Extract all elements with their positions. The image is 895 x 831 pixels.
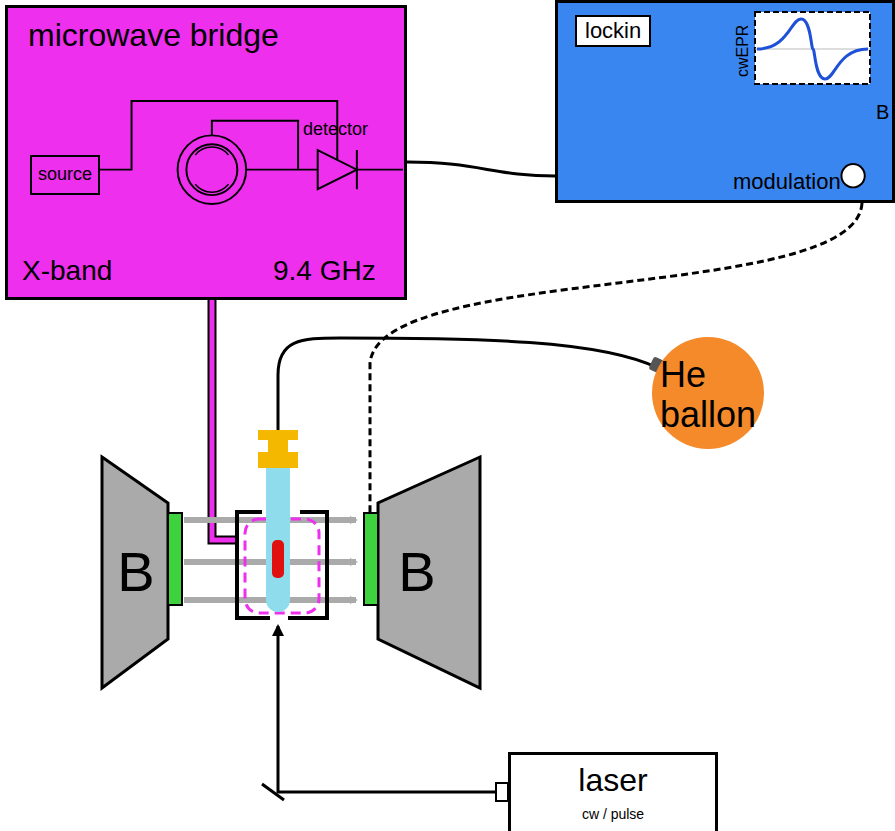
- laser-port: [496, 783, 508, 801]
- spectrum-plot-drawing: [733, 9, 893, 121]
- node-text: modulation: [733, 170, 841, 194]
- he-line: [278, 338, 658, 430]
- laser-box: laser cw / pulse: [508, 752, 718, 831]
- lockin-panel: modulation lockin cwEPR B: [555, 0, 895, 203]
- sample-tube: [266, 462, 290, 612]
- node-text: B: [398, 541, 435, 603]
- signal-cable: [407, 162, 555, 176]
- node-text: laser: [578, 763, 647, 798]
- balloon: He ballon: [652, 337, 764, 449]
- node-text: He ballon: [660, 355, 760, 434]
- node-text: B: [876, 101, 889, 123]
- node-text: cwEPR: [734, 25, 752, 77]
- node-text: source: [38, 165, 92, 185]
- magnet: B: [362, 455, 482, 690]
- node-text: 9.4 GHz: [273, 256, 376, 287]
- node-text: cw / pulse: [582, 807, 644, 822]
- instrument-box: microwave bridgeX-band 9.4 GHz detector sou…: [5, 5, 407, 300]
- magnet: B: [100, 455, 185, 690]
- node-text: microwave bridge: [28, 18, 279, 53]
- modulation-cable: [370, 203, 862, 513]
- node-text: X-band: [22, 256, 112, 287]
- spectrum-plot: cwEPR B: [733, 9, 893, 121]
- source-box: source: [30, 155, 100, 195]
- component-label: detector: [303, 120, 368, 140]
- sample: [272, 540, 284, 578]
- tube-cap: [258, 430, 298, 468]
- node-text: B: [117, 541, 154, 603]
- mirror: [262, 784, 284, 800]
- lockin-label-box: lockin: [575, 15, 651, 47]
- node-text: lockin: [585, 19, 641, 43]
